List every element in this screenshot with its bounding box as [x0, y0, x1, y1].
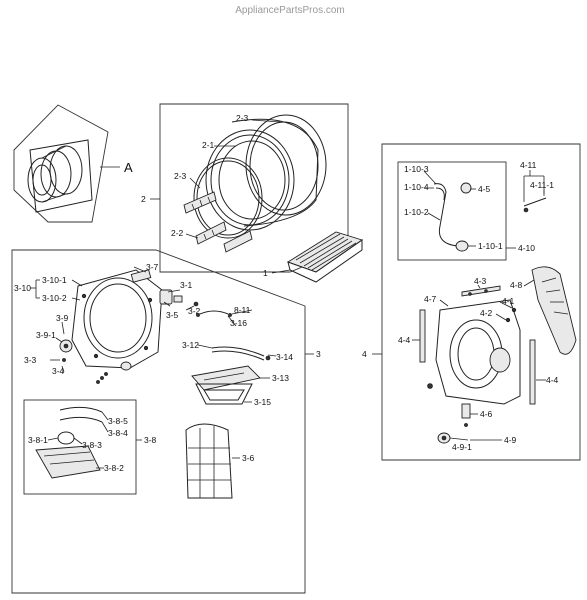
label-3-5: 3-5 [166, 310, 179, 320]
label-4-8: 4-8 [510, 280, 523, 290]
label-3-8-1: 3-8-1 [28, 435, 48, 445]
label-4-1: 4-1 [502, 296, 515, 306]
slat-4-4-right [529, 339, 536, 405]
section-3-front-frame: 3-7 3-10-1 3-10 3-10-2 3-1 3-5 3-2 3-9 3… [11, 249, 321, 594]
label-4-3: 4-3 [474, 276, 487, 286]
label-2-3-left: 2-3 [174, 171, 187, 181]
drum-back-ring [245, 114, 327, 216]
label-3-9-1: 3-9-1 [36, 330, 56, 340]
label-1-10-1: 1-10-1 [478, 241, 503, 251]
label-3-8-2: 3-8-2 [104, 463, 124, 473]
section-4-rear: 1-10-3 1-10-4 4-5 1-10-2 1-10-1 4-10 4-1… [362, 143, 581, 461]
inset-a-label: A [124, 160, 133, 175]
wire-harness-8-11 [196, 310, 232, 317]
part-4-5 [460, 182, 472, 194]
label-3-7: 3-7 [146, 262, 159, 272]
inset-a-dryer-drum [27, 139, 93, 213]
label-8-11: 8-11 [234, 305, 251, 315]
filter-housing-3-13 [191, 365, 261, 391]
label-2-3-top: 2-3 [236, 113, 249, 123]
label-3-2: 3-2 [188, 306, 201, 316]
section-3-8-box [23, 399, 137, 495]
label-1-10-3: 1-10-3 [404, 164, 429, 174]
sensor-bar-3-14 [211, 346, 271, 361]
slat-4-3 [461, 285, 501, 297]
label-4-10: 4-10 [518, 243, 535, 253]
label-4-6: 4-6 [480, 409, 493, 419]
label-4: 4 [362, 349, 367, 359]
label-3-8-5: 3-8-5 [108, 416, 128, 426]
label-3-3: 3-3 [24, 355, 37, 365]
part-1-heater-duct: 1 [263, 231, 364, 283]
label-3-13: 3-13 [272, 373, 289, 383]
section-3-frame [11, 249, 306, 594]
label-4-9-1: 4-9-1 [452, 442, 472, 452]
label-1-10-4: 1-10-4 [404, 182, 429, 192]
label-3-10-2: 3-10-2 [42, 293, 67, 303]
label-3-1: 3-1 [180, 280, 193, 290]
lint-filter-3-15 [195, 383, 253, 405]
label-3: 3 [316, 349, 321, 359]
rear-frame-4-7 [435, 299, 521, 405]
label-4-9: 4-9 [504, 435, 517, 445]
drum-lifter-front [223, 230, 253, 253]
part-3-8-5 [59, 406, 103, 413]
label-3-10: 3-10 [14, 283, 31, 293]
label-4-11: 4-11 [520, 160, 537, 170]
wire-1-10 [433, 182, 472, 252]
part-4-6 [461, 403, 471, 427]
label-4-5: 4-5 [478, 184, 491, 194]
door-hinge-part [59, 339, 73, 353]
inset-a-frame [13, 104, 109, 223]
label-3-14: 3-14 [276, 352, 293, 362]
section-1-10-box [397, 161, 507, 261]
part-4-9 [437, 432, 451, 444]
rear-panel-4-8 [531, 266, 577, 355]
label-3-6: 3-6 [242, 453, 255, 463]
label-3-9: 3-9 [56, 313, 69, 323]
drum-lifter-lower [195, 221, 227, 245]
drum-front-seal [193, 157, 263, 239]
watermark-text: AppliancePartsPros.com [235, 5, 345, 16]
drum-body [205, 129, 295, 231]
label-3-12: 3-12 [182, 340, 199, 350]
label-3-8-3: 3-8-3 [82, 440, 102, 450]
label-3-10-1: 3-10-1 [42, 275, 67, 285]
front-panel-assembly [71, 269, 163, 369]
label-4-7: 4-7 [424, 294, 437, 304]
label-1: 1 [263, 268, 268, 278]
label-1-10-2: 1-10-2 [404, 207, 429, 217]
label-4-2: 4-2 [480, 308, 493, 318]
part-3-8-2-duct [35, 445, 101, 479]
slat-4-4-left [419, 309, 426, 363]
drum-lifter-upper [183, 191, 217, 214]
label-3-16: 3-16 [230, 318, 247, 328]
heater-grille [295, 233, 357, 271]
part-3-8-3 [57, 431, 75, 445]
lint-filter-3-6 [185, 423, 233, 499]
label-4-4-left: 4-4 [398, 335, 411, 345]
section-3-8-frame [23, 399, 137, 495]
label-4-4-right: 4-4 [546, 375, 559, 385]
label-2-1: 2-1 [202, 140, 215, 150]
part-3-8-4 [59, 416, 103, 423]
label-3-4: 3-4 [52, 366, 65, 376]
label-3-8-4: 3-8-4 [108, 428, 128, 438]
section-2-drum: 2-3 2-1 2-3 2 2-2 [141, 103, 349, 273]
label-3-15: 3-15 [254, 397, 271, 407]
label-4-11-1: 4-11-1 [530, 180, 554, 190]
label-3-8: 3-8 [144, 435, 157, 445]
inset-a: A [13, 104, 133, 223]
label-2-2: 2-2 [171, 228, 184, 238]
section-4-frame [381, 143, 581, 461]
screws-3-3 [62, 358, 132, 384]
door-switch-part [159, 289, 199, 307]
label-2: 2 [141, 194, 146, 204]
